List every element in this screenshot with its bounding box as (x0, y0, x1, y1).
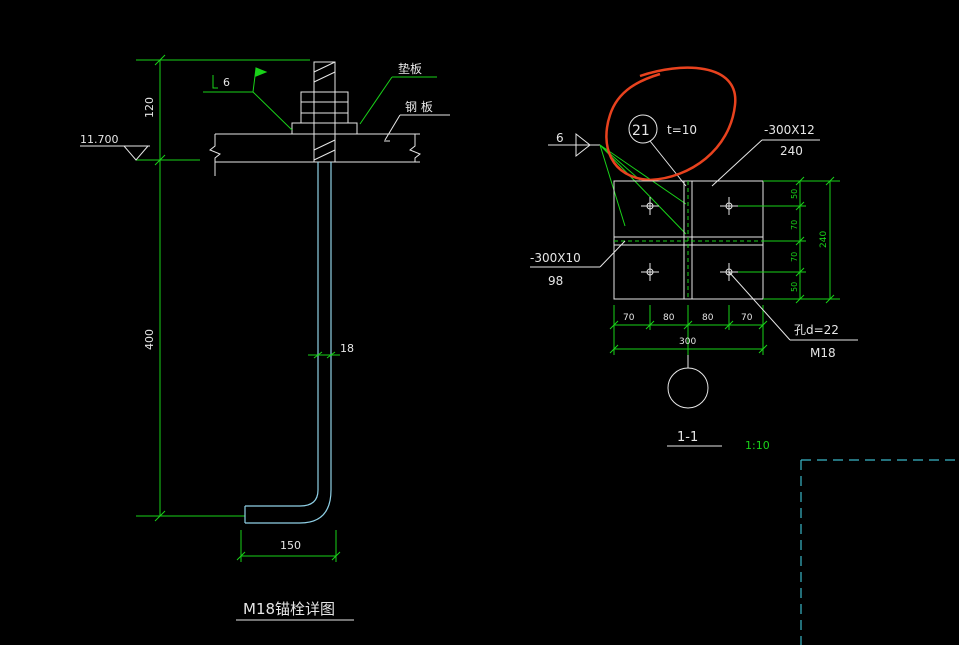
section-1-1-detail: 6 21 t=10 (530, 66, 858, 452)
side-plate-leader (530, 240, 626, 268)
thickness-label: t=10 (667, 123, 697, 137)
bolt-shank (244, 162, 332, 524)
dim-bottom-3: 80 (702, 313, 714, 323)
dim-right-3: 70 (790, 252, 799, 262)
diameter-dimension (308, 351, 340, 359)
bottom-dimension-chain (609, 305, 768, 355)
callout-number: 21 (632, 123, 650, 139)
vertical-dimension (136, 54, 310, 522)
weld-size-label-left: 6 (223, 76, 230, 89)
bolt-hole (641, 263, 659, 281)
callout-leader (649, 140, 687, 187)
dim-bottom-4: 70 (741, 313, 753, 323)
side-plate-spec: -300X10 (530, 251, 581, 265)
right-dimension-chain (738, 176, 840, 304)
weld-size-label-right: 6 (556, 131, 564, 145)
dim-right-2: 70 (790, 220, 799, 230)
bolt-hole (641, 197, 659, 215)
steel-plate (209, 133, 421, 176)
dim-length-label: 400 (143, 329, 156, 350)
diameter-label: 18 (340, 342, 354, 355)
hole-leader (728, 271, 858, 341)
bolt-holes (641, 197, 738, 281)
bolt-spec: M18 (810, 346, 836, 360)
callout-circle (628, 114, 658, 144)
weld-arrows (599, 144, 687, 235)
red-markup-circle (605, 66, 737, 182)
top-plate-spec: -300X12 (764, 123, 815, 137)
section-label: 1-1 (677, 430, 698, 445)
elevation-label: 11.700 (80, 133, 119, 146)
anchor-bolt-title: M18锚栓详图 (243, 600, 335, 618)
weld-symbol-right (548, 132, 600, 158)
viewport-frame (800, 459, 959, 645)
washer-label: 垫板 (398, 61, 422, 76)
hook-dim-label: 150 (280, 539, 301, 552)
dim-bottom-1: 70 (623, 313, 635, 323)
section-scale: 1:10 (745, 439, 770, 452)
bolt-hole (720, 197, 738, 215)
dim-right-4: 50 (790, 282, 799, 292)
dim-bottom-2: 80 (663, 313, 675, 323)
elevation-marker (80, 145, 150, 161)
dim-right-total: 240 (819, 231, 829, 248)
top-plate-sub: 240 (780, 144, 803, 158)
dim-bottom-total: 300 (679, 337, 696, 347)
washer-leader (359, 76, 437, 125)
washer-and-nuts (291, 91, 358, 135)
dim-top-label: 120 (143, 97, 156, 118)
plate-leader (384, 114, 450, 141)
hook-dimension (236, 530, 341, 562)
plate-label: 钢 板 (405, 100, 433, 114)
top-plate-leader (711, 139, 820, 187)
dim-right-1: 50 (790, 189, 799, 199)
anchor-bolt-detail: 120 400 11.700 (80, 54, 450, 621)
bolt-thread (313, 61, 336, 163)
stiffener-weld-lines (614, 181, 763, 299)
section-marker-circle (667, 367, 709, 409)
hole-spec: 孔d=22 (794, 323, 839, 337)
weld-callout-left (203, 67, 293, 131)
side-plate-sub: 98 (548, 274, 563, 288)
